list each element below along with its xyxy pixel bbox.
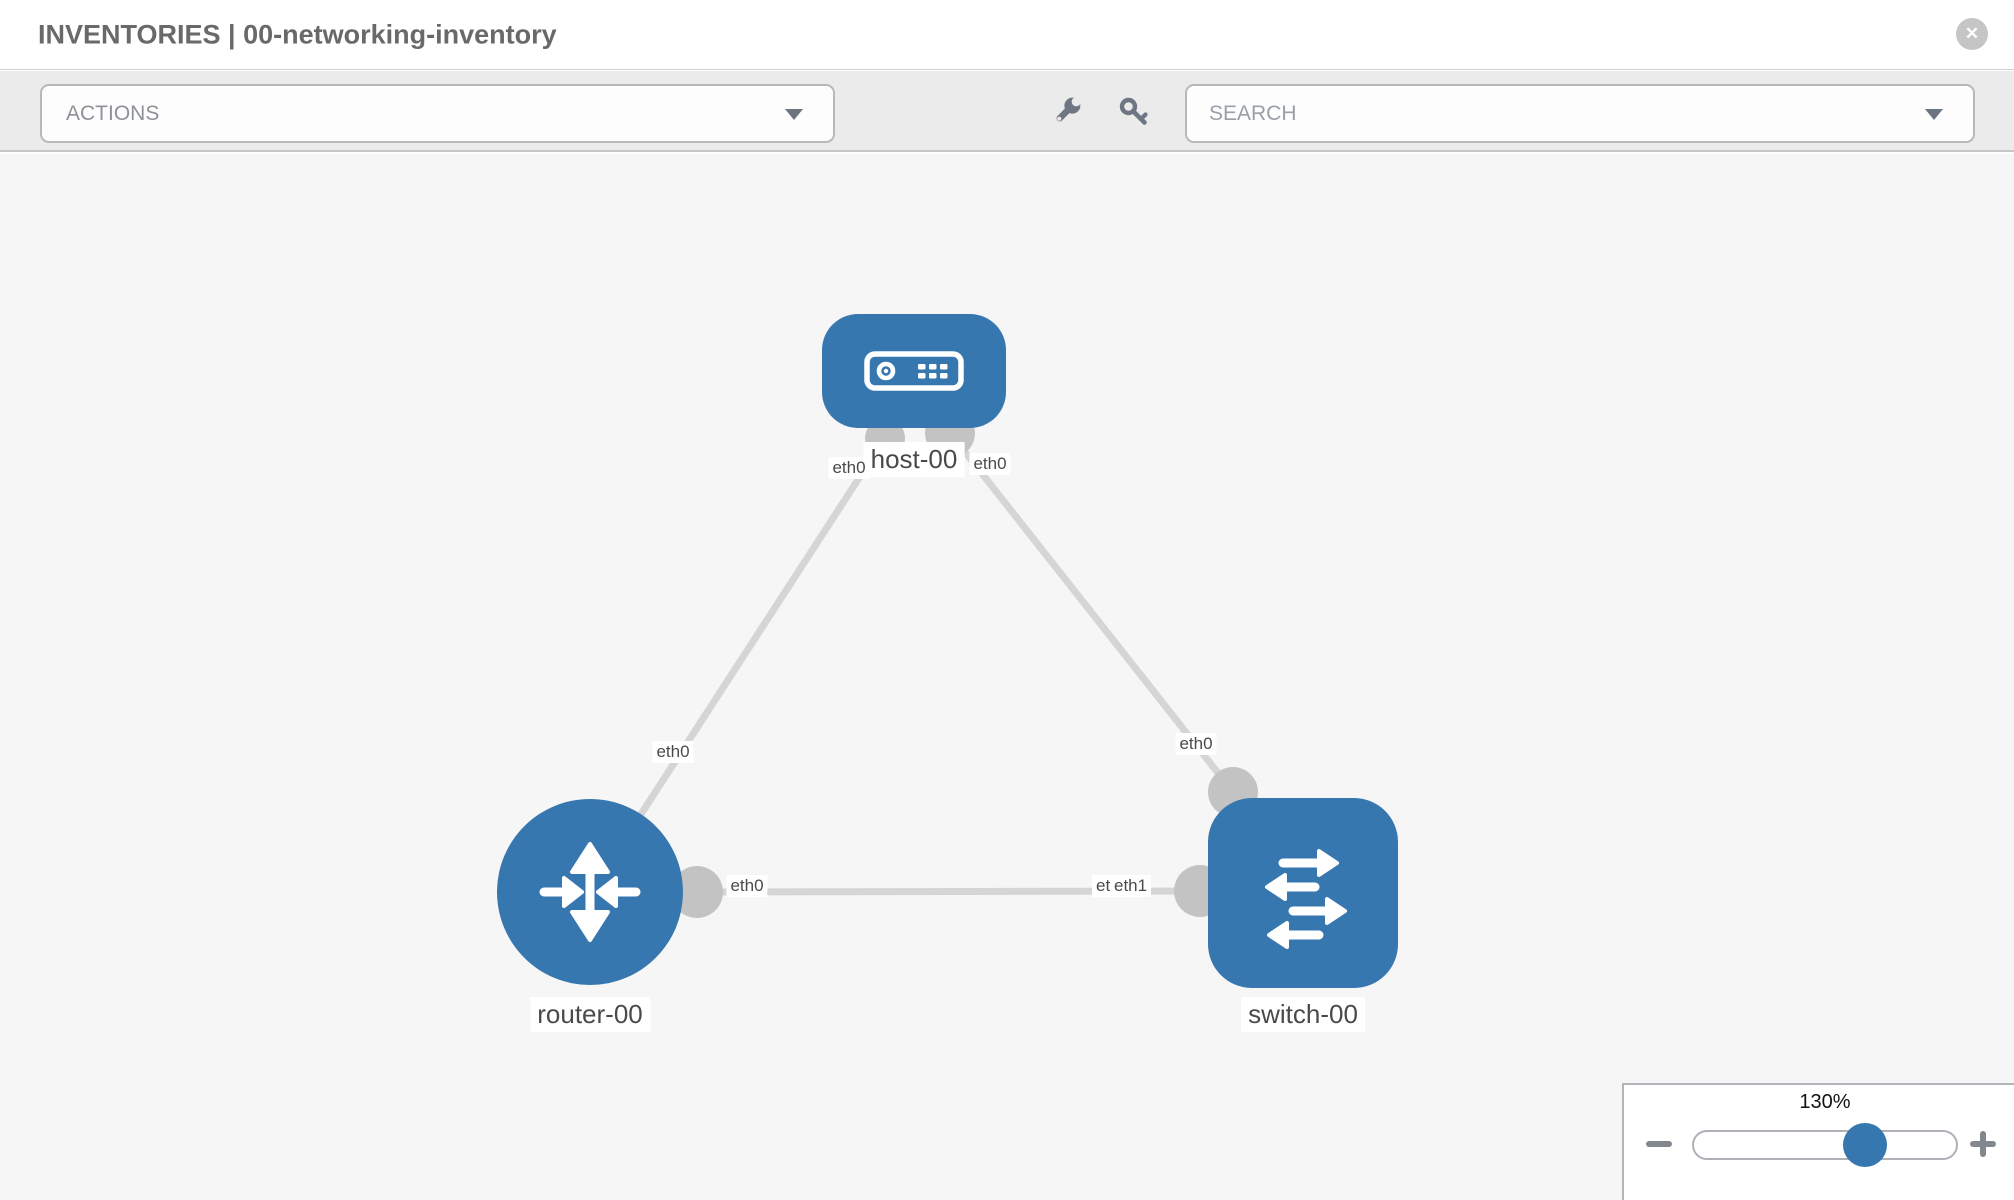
configure-button[interactable]	[1048, 94, 1084, 130]
node-label-router: router-00	[530, 997, 650, 1032]
plus-icon	[1970, 1131, 1996, 1157]
actions-dropdown[interactable]: ACTIONS	[40, 84, 835, 143]
link-endpoint-circle[interactable]	[671, 866, 723, 918]
zoom-slider[interactable]	[1692, 1123, 1958, 1167]
zoom-in-button[interactable]	[1966, 1127, 2000, 1161]
node-switch-00[interactable]	[1208, 798, 1398, 988]
search-input[interactable]	[1209, 90, 1909, 137]
node-router-00[interactable]	[497, 799, 683, 985]
search-dropdown[interactable]	[1185, 84, 1975, 143]
host-icon	[864, 351, 964, 391]
toolbar: ACTIONS	[0, 71, 2014, 152]
switch-icon	[1265, 849, 1347, 949]
page-title: INVENTORIES | 00-networking-inventory	[38, 19, 557, 49]
close-button[interactable]: ✕	[1956, 18, 1988, 50]
zoom-level-label: 130%	[1799, 1091, 1851, 1113]
close-icon: ✕	[1964, 24, 1980, 43]
zoom-slider-thumb[interactable]	[1843, 1123, 1887, 1167]
topology-links	[594, 408, 1258, 918]
zoom-panel: 130%	[1622, 1083, 2014, 1200]
minus-icon	[1646, 1141, 1672, 1147]
interface-label: eth0	[1175, 733, 1217, 755]
wrench-icon	[1056, 97, 1081, 122]
router-icon	[539, 842, 641, 942]
header: INVENTORIES | 00-networking-inventory ✕	[0, 0, 2014, 70]
node-label-switch: switch-00	[1241, 997, 1365, 1032]
chevron-down-icon	[785, 108, 803, 120]
interface-label: eth1	[1110, 875, 1152, 897]
topology-canvas[interactable]: host-00 router-00 switch-00 eth0 eth0 et…	[0, 154, 2014, 1200]
interface-label: eth0	[726, 875, 768, 897]
zoom-out-button[interactable]	[1642, 1127, 1676, 1161]
key-icon	[1119, 97, 1148, 125]
chevron-down-icon	[1925, 108, 1943, 120]
node-label-host: host-00	[863, 442, 965, 477]
node-host-00[interactable]	[822, 314, 1006, 428]
link-host-switch[interactable]	[947, 430, 1236, 795]
actions-dropdown-label: ACTIONS	[66, 101, 160, 125]
interface-label: eth0	[828, 457, 870, 479]
key-button[interactable]	[1116, 94, 1152, 130]
interface-label: eth0	[969, 453, 1011, 475]
link-host-router[interactable]	[594, 436, 888, 884]
interface-label: eth0	[652, 741, 694, 763]
